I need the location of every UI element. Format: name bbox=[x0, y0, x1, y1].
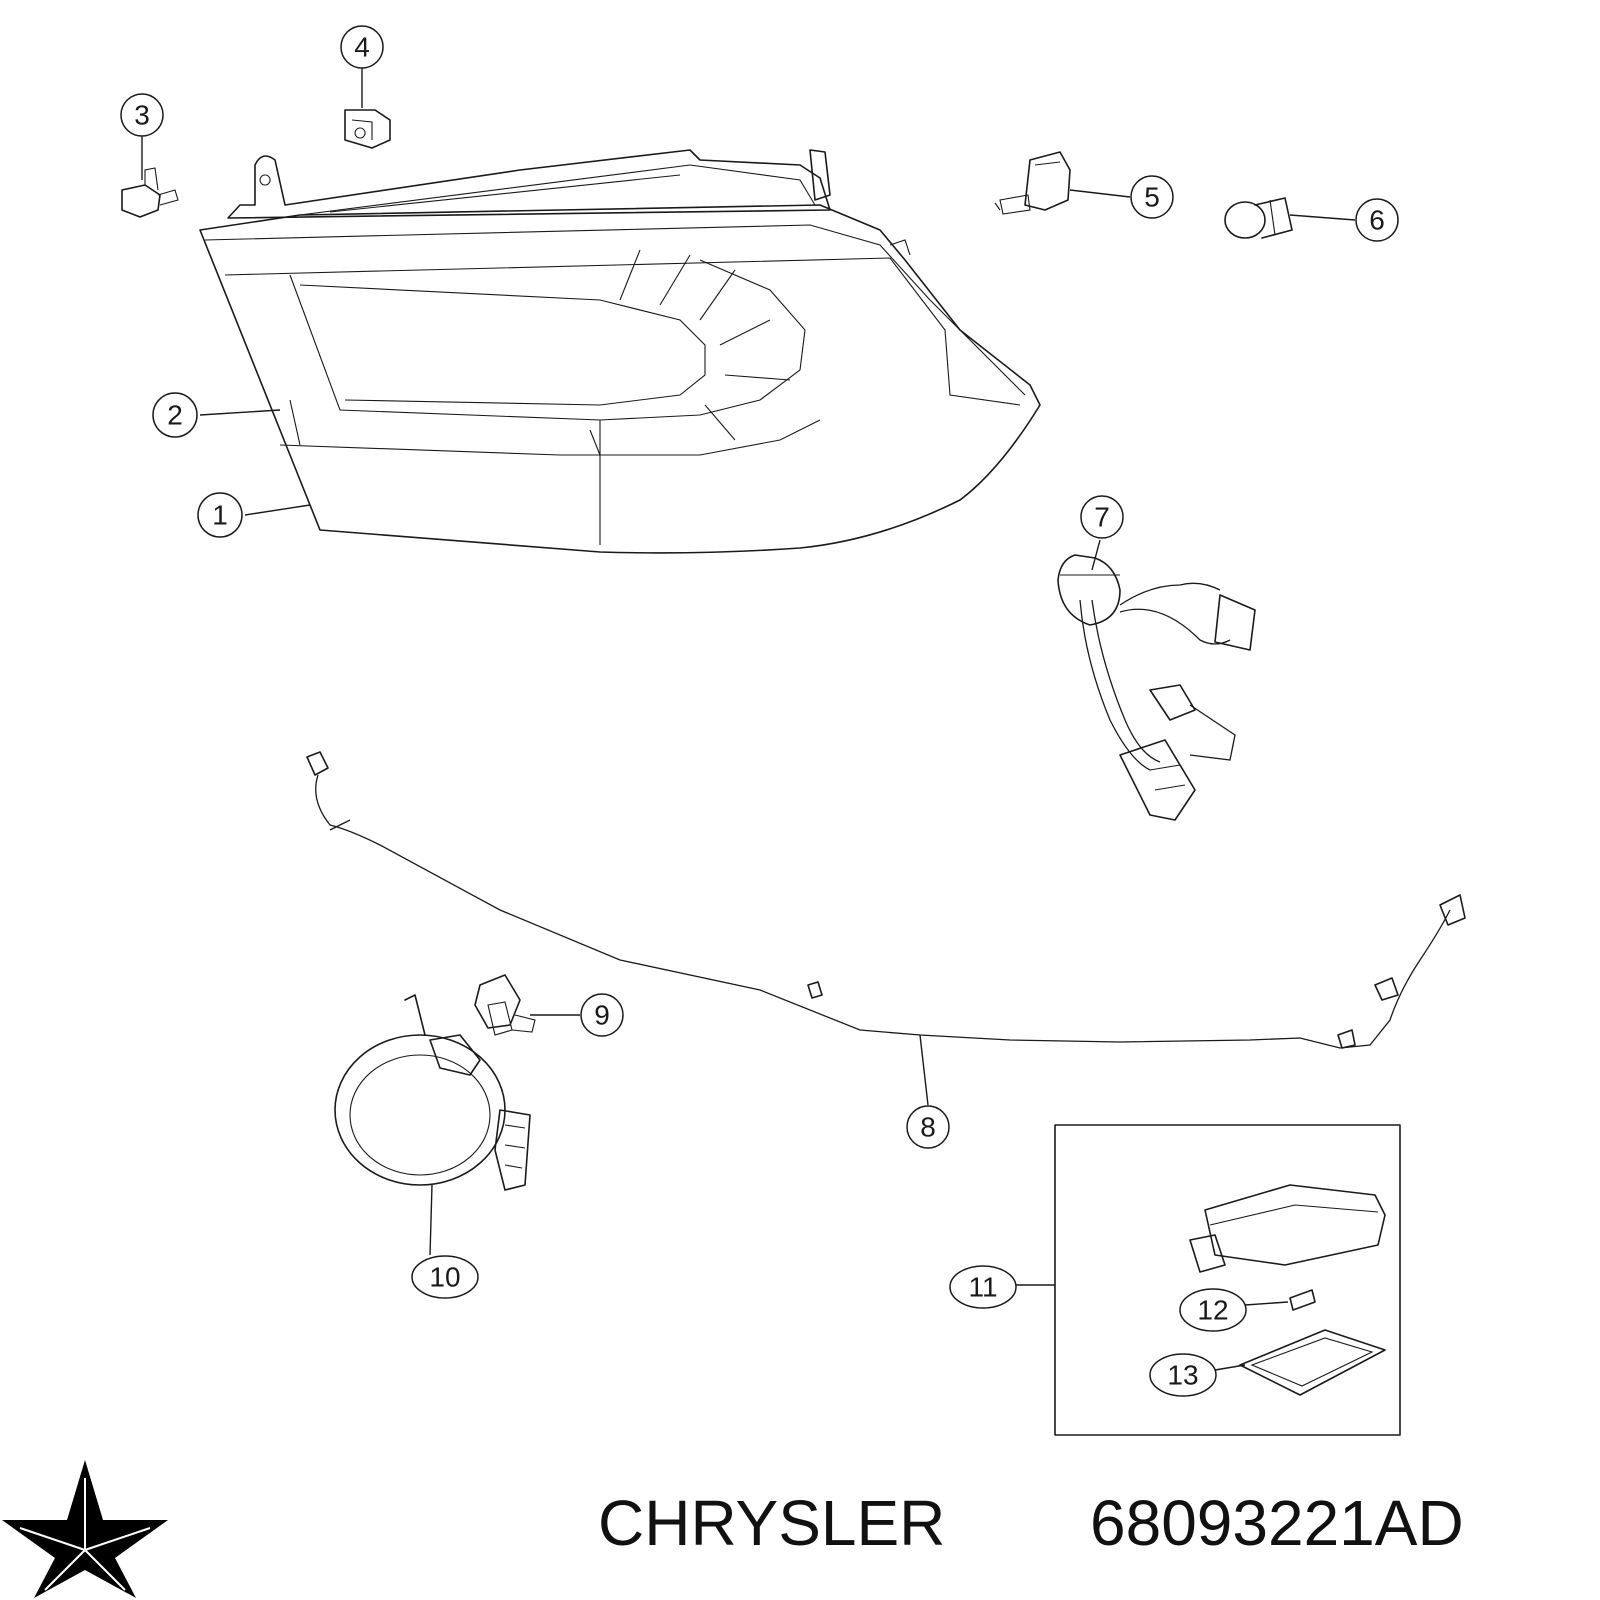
callout-circle bbox=[152, 392, 198, 438]
callout-label: 13 bbox=[1167, 1360, 1198, 1391]
callout-6: 6 bbox=[1355, 198, 1399, 242]
callout-7: 7 bbox=[1080, 495, 1124, 539]
screw-part bbox=[121, 167, 179, 218]
callout-12: 12 bbox=[1179, 1288, 1247, 1332]
fog-bulb-part bbox=[474, 974, 536, 1036]
callout-circle bbox=[1355, 198, 1399, 242]
callout-2: 2 bbox=[152, 392, 198, 438]
pentastar-logo-icon bbox=[2, 1460, 168, 1598]
callout-label: 2 bbox=[167, 400, 183, 431]
callout-label: 8 bbox=[920, 1112, 936, 1143]
headlamp-assembly bbox=[199, 149, 1041, 554]
callout-label: 9 bbox=[594, 1000, 610, 1031]
callout-circle bbox=[411, 1255, 479, 1299]
callout-circle bbox=[949, 1265, 1017, 1309]
callout-label: 7 bbox=[1094, 502, 1110, 533]
callout-8: 8 bbox=[906, 1105, 950, 1149]
callout-circle bbox=[1130, 175, 1174, 219]
callout-4: 4 bbox=[340, 25, 384, 69]
callout-1: 1 bbox=[197, 492, 243, 538]
ballast-kit-box bbox=[1054, 1124, 1401, 1436]
callout-leaders bbox=[141, 68, 1356, 1371]
signal-bulb-part bbox=[1224, 197, 1293, 239]
callout-label: 5 bbox=[1144, 182, 1160, 213]
callout-10: 10 bbox=[411, 1255, 479, 1299]
callout-label: 6 bbox=[1369, 205, 1385, 236]
callout-label: 3 bbox=[134, 100, 150, 131]
lamp-wiring-harness-part bbox=[1057, 554, 1256, 821]
callout-13: 13 bbox=[1149, 1353, 1217, 1397]
callout-3: 3 bbox=[120, 93, 164, 137]
callout-label: 4 bbox=[354, 32, 370, 63]
callout-11: 11 bbox=[949, 1265, 1017, 1309]
fog-lamp-part bbox=[334, 994, 531, 1191]
part-number: 68093221AD bbox=[1090, 1487, 1464, 1559]
callout-circle bbox=[906, 1105, 950, 1149]
callout-label: 1 bbox=[212, 500, 228, 531]
callout-label: 12 bbox=[1197, 1295, 1228, 1326]
callout-9: 9 bbox=[580, 993, 624, 1037]
callout-circle bbox=[1149, 1353, 1217, 1397]
callout-circle bbox=[1179, 1288, 1247, 1332]
callout-label: 11 bbox=[968, 1272, 997, 1303]
headlamp-bulb-part bbox=[994, 151, 1071, 215]
callout-circle bbox=[197, 492, 243, 538]
callout-5: 5 bbox=[1130, 175, 1174, 219]
fog-lamp-harness-part bbox=[306, 751, 1466, 1049]
callout-circle bbox=[340, 25, 384, 69]
callout-circle bbox=[1080, 495, 1124, 539]
clip-nut-part bbox=[344, 109, 391, 149]
callout-circle bbox=[580, 993, 624, 1037]
callout-label: 10 bbox=[429, 1262, 460, 1293]
callout-circle bbox=[120, 93, 164, 137]
brand-name: CHRYSLER bbox=[598, 1487, 945, 1559]
